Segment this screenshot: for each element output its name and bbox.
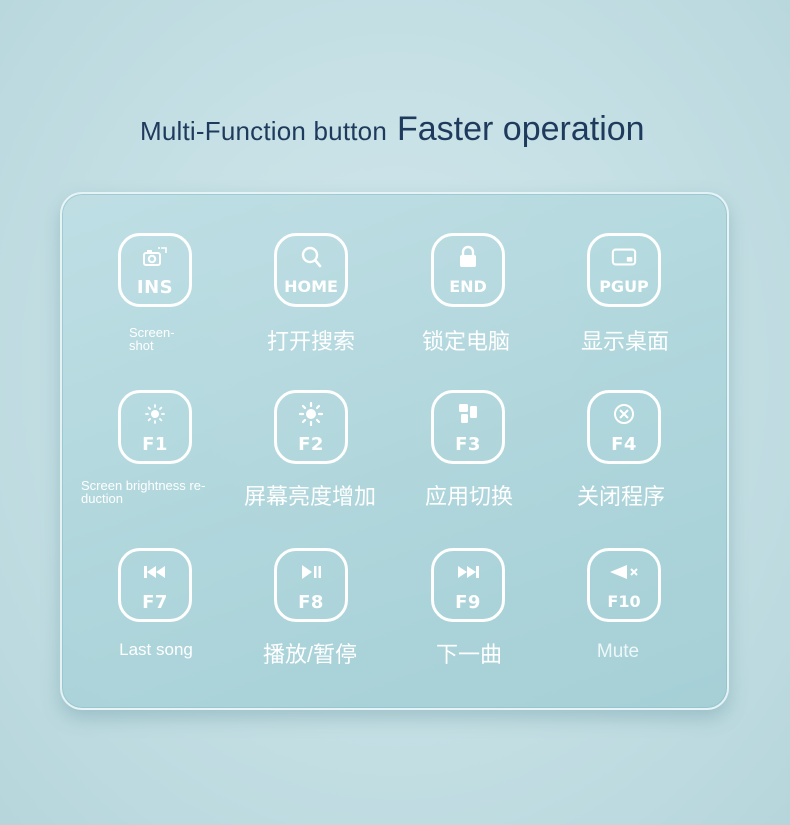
key-description: Screen-shot [129,325,175,353]
key-label: F10 [607,592,641,611]
key-f4[interactable]: F4 [587,390,661,464]
key-label: HOME [284,277,338,296]
title-faster-operation: Faster operation [397,110,645,148]
key-pgup[interactable]: PGUP [587,233,661,307]
title-multi-function: Multi-Function button [140,116,387,146]
play-pause-icon [298,561,324,583]
key-f9[interactable]: F9 [431,548,505,622]
key-f7[interactable]: F7 [118,548,192,622]
key-label: F8 [298,592,324,613]
key-description: 打开搜索 [266,329,356,354]
screenshot-icon [142,246,168,268]
search-icon [298,246,324,268]
app-switch-icon [455,403,481,425]
brightness-up-icon [298,402,324,426]
key-label: F7 [142,592,168,613]
key-description: 屏幕亮度增加 [243,484,377,509]
key-ins[interactable]: INS [118,233,192,307]
key-f8[interactable]: F8 [274,548,348,622]
key-label: PGUP [599,277,649,296]
desktop-icon [611,246,637,268]
key-f3[interactable]: F3 [431,390,505,464]
key-label: F1 [142,434,168,455]
key-description: 应用切换 [424,484,514,509]
key-description: Last song [119,640,193,659]
key-label: F9 [455,592,481,613]
key-label: END [449,277,487,296]
close-program-icon [611,403,637,425]
previous-track-icon [142,561,168,583]
key-description: 关闭程序 [576,484,666,509]
key-description: 播放/暂停 [262,642,358,667]
key-f1[interactable]: F1 [118,390,192,464]
lock-icon [455,245,481,268]
key-f10[interactable]: F10 [587,548,661,622]
key-end[interactable]: END [431,233,505,307]
key-label: F2 [298,434,324,455]
key-description: 锁定电脑 [421,329,511,354]
key-label: F3 [455,434,481,455]
key-description: Mute [596,641,640,662]
key-description: 下一曲 [435,642,503,667]
key-label: F4 [611,434,637,455]
key-label: INS [136,277,174,298]
key-description: 显示桌面 [580,329,670,354]
key-description: Screen brightness re-duction [81,478,206,506]
key-home[interactable]: HOME [274,233,348,307]
brightness-down-icon [142,403,168,425]
mute-icon [607,561,641,583]
key-f2[interactable]: F2 [274,390,348,464]
next-track-icon [455,561,481,583]
